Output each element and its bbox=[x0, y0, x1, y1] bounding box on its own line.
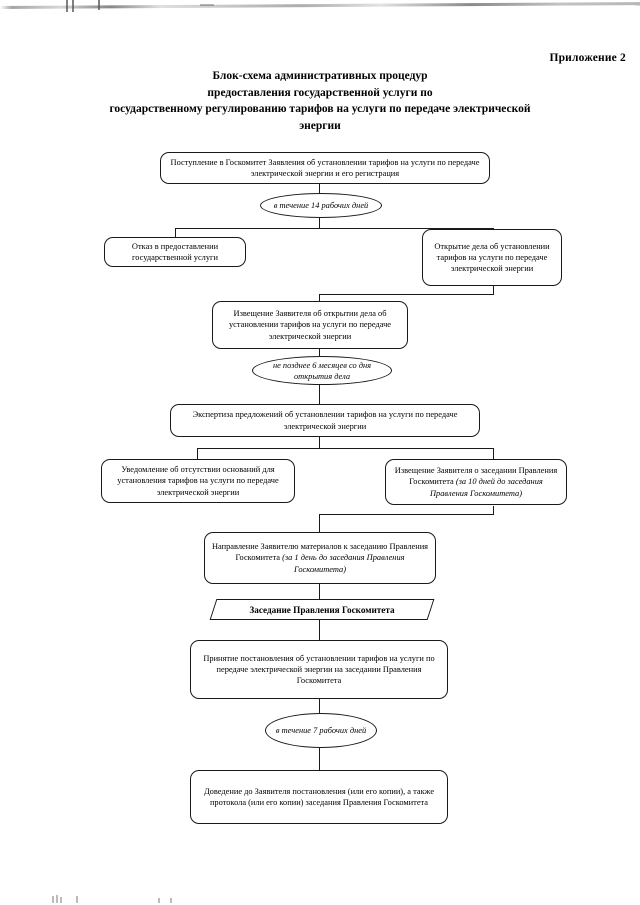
flow-timer-label: в течение 14 рабочих дней bbox=[273, 201, 369, 210]
flow-node-deliver-resolution[interactable]: Доведение до Заявителя постановления (ил… bbox=[190, 770, 448, 824]
flow-node-board-meeting-notice[interactable]: Извещение Заявителя о заседании Правлени… bbox=[385, 459, 567, 505]
flow-node-label-italic: (за 10 дней до заседания Правления Госко… bbox=[430, 477, 543, 498]
connector-n9-n10 bbox=[319, 620, 321, 640]
flow-node-board-session: Заседание Правления Госкомитета bbox=[213, 599, 431, 620]
flow-timer-label: в течение 7 рабочих дней bbox=[275, 726, 367, 735]
flow-node-label: Извещение Заявителя о заседании Правлени… bbox=[392, 465, 560, 499]
connector-t3-n11 bbox=[319, 748, 321, 770]
connector-split2-left-down bbox=[197, 448, 199, 459]
flow-node-label: Принятие постановления об установлении т… bbox=[203, 653, 435, 686]
scan-bottom-artifact bbox=[60, 897, 62, 903]
flow-node-label: Экспертиза предложений об установлении т… bbox=[192, 410, 458, 431]
flow-node-label: Поступление в Госкомитет Заявления об ус… bbox=[170, 157, 480, 178]
connector-into-n8 bbox=[319, 514, 321, 532]
connector-into-n4 bbox=[319, 294, 321, 301]
scan-edge-artifact bbox=[0, 2, 640, 9]
title-line-3: государственному регулированию тарифов н… bbox=[109, 103, 531, 115]
flow-node-label-italic: (за 1 день до заседания Правления Госком… bbox=[282, 553, 405, 574]
title-line-2: предоставления государственной услуги по bbox=[207, 86, 433, 99]
connector-n5-down bbox=[319, 437, 321, 449]
flow-node-label-plain: Извещение Заявителя о заседании Правлени… bbox=[394, 466, 558, 487]
scan-tick-artifact bbox=[98, 0, 100, 10]
appendix-label: Приложение 2 bbox=[549, 52, 626, 64]
connector-n10-t3 bbox=[319, 699, 321, 713]
scan-bottom-artifact bbox=[76, 896, 78, 903]
flow-timer-6-months: не позднее 6 месяцев со дня открытия дел… bbox=[252, 356, 392, 385]
flow-node-label-plain: Направление Заявителю материалов к засед… bbox=[211, 542, 429, 563]
scan-bottom-artifact bbox=[52, 896, 54, 903]
flow-node-application-receipt[interactable]: Поступление в Госкомитет Заявления об ус… bbox=[160, 152, 490, 184]
scan-tick-artifact bbox=[72, 0, 74, 12]
flow-node-expertise[interactable]: Экспертиза предложений об установлении т… bbox=[170, 404, 480, 437]
connector-n7-down bbox=[493, 506, 495, 515]
connector-n1-t1 bbox=[319, 184, 321, 194]
connector-n3-down bbox=[493, 286, 495, 295]
flow-timer-7-days: в течение 7 рабочих дней bbox=[265, 713, 377, 748]
scan-bottom-artifact bbox=[56, 895, 58, 903]
flow-node-label: Открытие дела об установлении тарифов на… bbox=[434, 241, 550, 274]
title-line-1: Блок-схема административных процедур bbox=[212, 70, 428, 82]
connector-n3-to-n4 bbox=[319, 294, 494, 296]
flow-node-label: Заседание Правления Госкомитета bbox=[249, 604, 395, 615]
flow-node-label: Доведение до Заявителя постановления (ил… bbox=[203, 786, 435, 807]
scan-tick-artifact bbox=[66, 0, 68, 12]
flow-node-label: Уведомление об отсутствии оснований для … bbox=[117, 465, 279, 497]
flow-node-label: Извещение Заявителя об открытии дела об … bbox=[228, 309, 392, 341]
flow-node-send-materials[interactable]: Направление Заявителю материалов к засед… bbox=[204, 532, 436, 584]
scan-bottom-artifact bbox=[170, 898, 172, 903]
connector-split-bar-1 bbox=[175, 228, 494, 230]
scan-bottom-artifact bbox=[158, 898, 160, 903]
title-line-4: энергии bbox=[299, 119, 341, 132]
flow-node-tariff-resolution[interactable]: Принятие постановления об установлении т… bbox=[190, 640, 448, 699]
flow-node-service-refusal[interactable]: Отказ в предоставлении государственной у… bbox=[104, 237, 246, 267]
flow-node-label: Отказ в предоставлении государственной у… bbox=[131, 241, 219, 262]
flow-node-no-grounds-notification[interactable]: Уведомление об отсутствии оснований для … bbox=[101, 459, 295, 503]
connector-split-left-down bbox=[175, 228, 177, 238]
connector-n4-t2 bbox=[319, 348, 321, 356]
connector-t1-split bbox=[319, 217, 321, 229]
scan-tick-artifact bbox=[200, 4, 214, 6]
flow-timer-14-days: в течение 14 рабочих дней bbox=[260, 193, 382, 218]
flow-node-case-opening[interactable]: Открытие дела об установлении тарифов на… bbox=[422, 229, 562, 286]
page-title: Блок-схема административных процедур пре… bbox=[30, 68, 610, 134]
connector-split-bar-2 bbox=[197, 448, 494, 450]
connector-split2-right-down bbox=[493, 448, 495, 459]
connector-n8-n9 bbox=[319, 584, 321, 599]
flow-node-label: Направление Заявителю материалов к засед… bbox=[211, 541, 429, 575]
flow-node-applicant-notice-case-opening[interactable]: Извещение Заявителя об открытии дела об … bbox=[212, 301, 408, 349]
connector-t2-n5 bbox=[319, 385, 321, 404]
flow-timer-label: не позднее 6 месяцев со дня открытия дел… bbox=[272, 360, 372, 381]
connector-n7-to-n8 bbox=[319, 514, 494, 516]
